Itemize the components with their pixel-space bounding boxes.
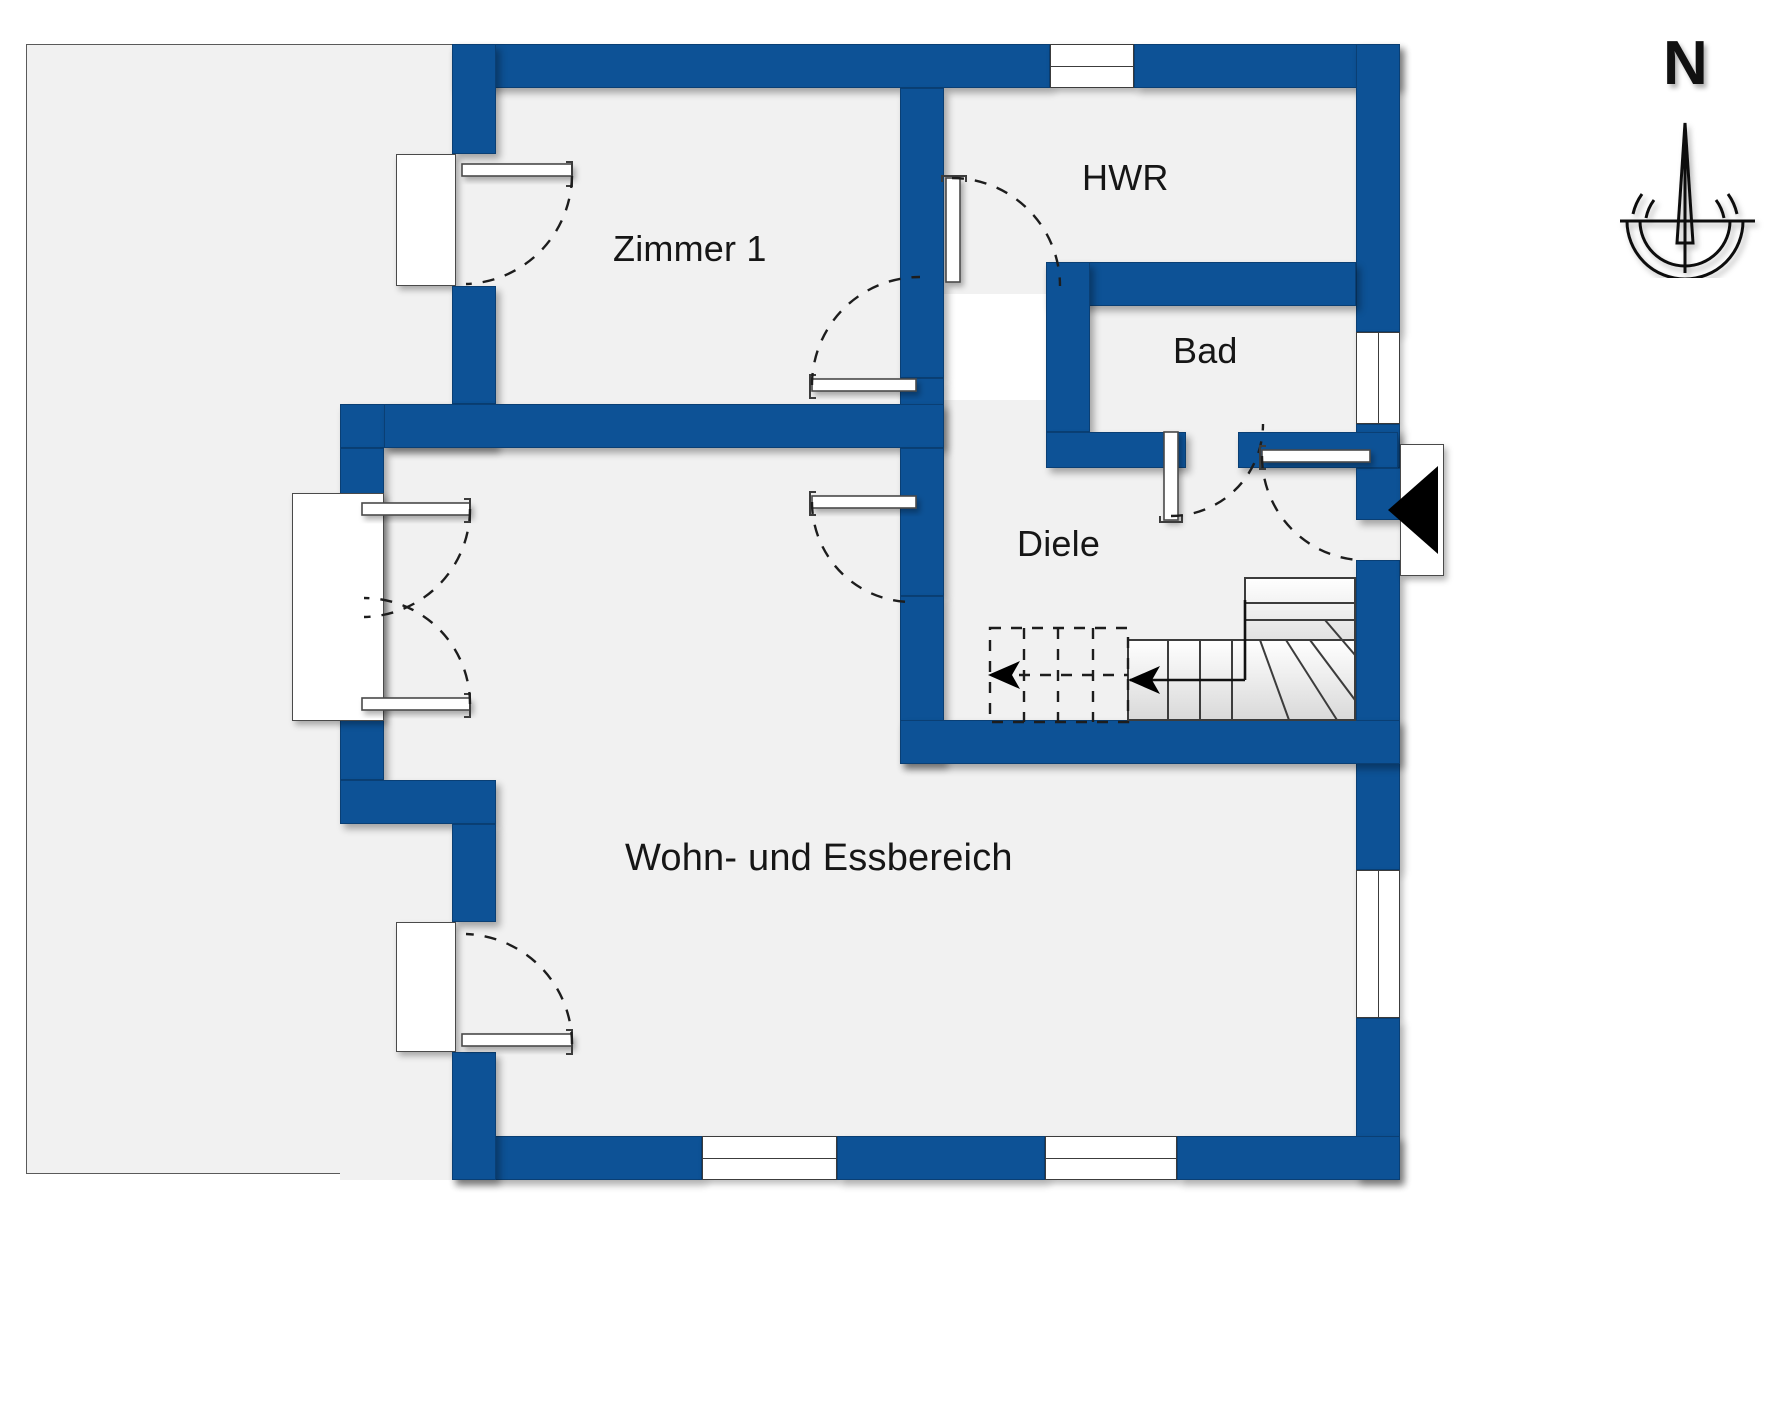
exterior-wall-south-mid xyxy=(837,1136,1045,1180)
window-east-2 xyxy=(1356,870,1400,1018)
interior-wall-zimmer1-south xyxy=(384,404,944,448)
room-floor-wohn-essbereich xyxy=(340,400,1400,1180)
interior-wall-diele-south xyxy=(900,720,1400,764)
window-east-1 xyxy=(1356,332,1400,424)
window-south-2 xyxy=(1045,1136,1177,1180)
exterior-wall-west-seg4 xyxy=(340,710,384,780)
room-label-bad: Bad xyxy=(1173,330,1238,371)
room-label-diele: Diele xyxy=(1017,523,1101,564)
compass-north-letter: N xyxy=(1663,29,1708,98)
exterior-wall-east-top xyxy=(1356,44,1400,332)
exterior-wall-west-seg6 xyxy=(452,1052,496,1180)
door-leaf-west-terrace xyxy=(292,493,384,721)
exterior-wall-west-jog-2 xyxy=(340,780,496,824)
entrance-wall-stub xyxy=(1356,468,1404,520)
interior-wall-zimmer1-east-upper xyxy=(900,88,944,378)
exterior-wall-east-lower xyxy=(1356,560,1400,870)
interior-wall-bad-south-right xyxy=(1238,432,1398,468)
room-label-wohn-essbereich: Wohn- und Essbereich xyxy=(625,837,1013,879)
exterior-wall-west-upper xyxy=(452,44,496,154)
room-label-zimmer1: Zimmer 1 xyxy=(613,228,767,269)
exterior-wall-north-right xyxy=(1134,44,1400,88)
door-leaf-west-zimmer1 xyxy=(396,154,456,286)
interior-wall-bad-west xyxy=(1046,262,1090,432)
exterior-wall-west-seg2 xyxy=(452,286,496,404)
exterior-wall-west-seg5 xyxy=(452,824,496,922)
interior-wall-hwr-south xyxy=(1046,262,1356,306)
north-compass-rose: N xyxy=(1615,28,1781,281)
window-north-1 xyxy=(1050,44,1134,88)
entrance-door-frame xyxy=(1400,444,1444,576)
window-south-1 xyxy=(702,1136,837,1180)
exterior-wall-south-right xyxy=(1177,1136,1400,1180)
exterior-wall-north-left xyxy=(452,44,1050,88)
interior-wall-diele-west-upper xyxy=(900,448,944,596)
interior-wall-bad-south-left xyxy=(1046,432,1186,468)
door-leaf-west-wohn xyxy=(396,922,456,1052)
room-label-hwr: HWR xyxy=(1082,157,1169,198)
